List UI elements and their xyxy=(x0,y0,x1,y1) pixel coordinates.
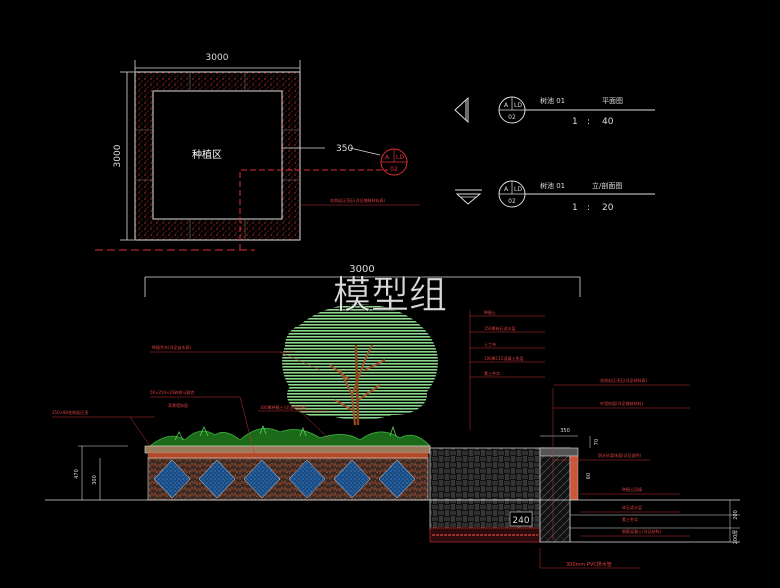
title2-view: 立/剖面图 xyxy=(592,181,622,190)
callout-bottom: 02 xyxy=(390,166,398,173)
plan-callout-note: 花岗岩压顶石(详见铺装材料表) xyxy=(330,197,386,203)
plan-border-dim: 350 xyxy=(336,144,353,154)
title2-name: 树池 01 xyxy=(540,181,565,190)
plan-width-dim: 3000 xyxy=(206,53,229,63)
section-wall xyxy=(539,447,571,543)
shrub-layer xyxy=(148,428,431,447)
tree-illustration xyxy=(282,304,438,426)
title1-circle-bottom: 02 xyxy=(508,114,516,121)
section-dim-side: 70 xyxy=(594,439,600,445)
plan-height-dim: 3000 xyxy=(113,144,123,167)
elev-overall-dim: 3000 xyxy=(349,264,374,275)
elev-note-mid-0: 种植土 xyxy=(484,309,496,315)
elev-mid-notes: 种植土 150厚碎石滤水层 土工布 100厚C15混凝土垫层 素土夯实 xyxy=(469,309,545,430)
plan-marker-icon xyxy=(454,96,469,124)
elev-note-mid-2: 土工布 xyxy=(484,341,496,347)
elev-note-right-1: 外墙饰面(详见铺装材料) xyxy=(600,400,644,406)
plan-view: 3000 3000 种植区 350 花岗岩压顶石(详见铺装材料表) xyxy=(95,53,420,251)
elev-bottom-note: 300mm PVC排水管 xyxy=(566,561,612,568)
title1-circle-top: A xyxy=(504,102,509,109)
elevation-view: 3000 470 xyxy=(45,264,740,569)
elev-note-mid-3: 100厚C15混凝土垫层 xyxy=(484,355,524,361)
capstone xyxy=(144,445,431,454)
title2-scale-sep: : xyxy=(587,203,590,213)
elev-note-mid-1: 150厚碎石滤水层 xyxy=(484,325,516,331)
title2-circle-top-right: LD xyxy=(514,186,522,193)
elev-left-dim-inner: 300 xyxy=(92,475,98,485)
section-detail: 240 350 70 60 200 200厚 xyxy=(429,428,740,545)
section-callout-circle: A LD 02 xyxy=(380,148,408,176)
title2-scale-b: 20 xyxy=(602,203,614,213)
mosaic-diamonds xyxy=(153,459,416,499)
elev-right-notes: 花岗岩压顶石(详见材料表) 外墙饰面(详见铺装材料) 防水砂浆抹面(详见说明) … xyxy=(552,377,690,540)
elev-note-left-2: 50×250×20碎拼马赛克 xyxy=(150,389,195,395)
elev-left-dim-outer: 470 xyxy=(74,469,80,479)
section-label: 240 xyxy=(512,516,529,526)
title1-view: 平面图 xyxy=(602,97,623,105)
elev-note-right-0: 花岗岩压顶石(详见材料表) xyxy=(600,377,648,383)
elev-note-right-2: 防水砂浆抹面(详见说明) xyxy=(598,452,642,458)
elev-note-left-0: 250×80花岗岩压顶 xyxy=(52,409,88,415)
elev-note-right-6: 钢筋混凝土(详见结构) xyxy=(622,528,662,534)
right-dim-a: 200 xyxy=(733,510,739,520)
title1-scale-a: 1 xyxy=(572,117,578,127)
watermark: 模型组 xyxy=(333,273,447,317)
section-dim-top: 350 xyxy=(560,428,570,434)
elev-note-right-5: 素土夯实 xyxy=(622,516,638,522)
title-block-plan: A LD 02 树池 01 平面图 1 : 40 xyxy=(454,96,655,127)
plan-planting-area xyxy=(152,90,283,220)
elev-note-right-4: 碎石滤水层 xyxy=(622,504,642,510)
elev-note-left-4: 300厚种植土(详见绿化图) xyxy=(260,404,307,410)
title1-scale-sep: : xyxy=(587,117,590,127)
title1-scale-b: 40 xyxy=(602,117,614,127)
callout-top-right: LD xyxy=(396,154,404,161)
title1-circle-top-right: LD xyxy=(514,102,522,109)
elev-note-mid-4: 素土夯实 xyxy=(484,370,500,376)
title2-scale-a: 1 xyxy=(572,203,578,213)
callout-top: A xyxy=(385,154,390,161)
plan-planting-label: 种植区 xyxy=(192,148,222,161)
title2-circle-top: A xyxy=(504,186,509,193)
elev-note-left-3: 背景墙饰面 xyxy=(168,402,188,408)
elev-note-right-3: 种植土回填 xyxy=(622,486,642,492)
title-block-elevation: A LD 02 树池 01 立/剖面图 1 : 20 xyxy=(455,180,655,213)
elev-left-notes: 250×80花岗岩压顶 种植乔木(详见苗木表) 50×250×20碎拼马赛克 背… xyxy=(52,344,331,456)
title2-circle-bottom: 02 xyxy=(508,198,516,205)
right-dim-b: 200厚 xyxy=(733,530,739,545)
elev-note-left-1: 种植乔木(详见苗木表) xyxy=(152,344,192,350)
title1-name: 树池 01 xyxy=(540,96,565,105)
section-dim-small: 60 xyxy=(586,473,592,479)
